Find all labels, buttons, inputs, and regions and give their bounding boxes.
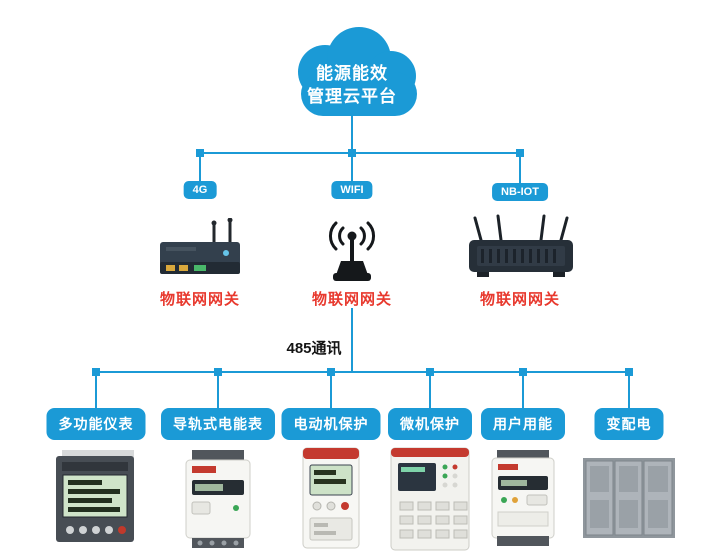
power-distribution-cabinet-image (581, 452, 677, 544)
gateway-4g-router-image (154, 217, 246, 284)
microcomputer-protection-image (387, 446, 473, 552)
cloud-platform-node: 能源能效 管理云平台 (277, 26, 427, 122)
device-label-multifunction-meter: 多功能仪表 (46, 408, 146, 440)
din-rail-meter-image (180, 448, 256, 550)
bus-485-label: 485通讯 (286, 340, 342, 357)
device-label-motor-protection: 电动机保护 (281, 408, 381, 440)
motor-protection-image (297, 446, 365, 552)
device-label-din-rail-meter: 导轨式电能表 (161, 408, 275, 440)
gateway-nbiot-router-image (463, 214, 579, 284)
badge-nb-iot: NB-IOT (492, 183, 548, 201)
badge-4g: 4G (183, 181, 217, 199)
cloud-title: 能源能效 管理云平台 (277, 62, 427, 108)
cloud-title-line1: 能源能效 (316, 64, 388, 83)
device-label-power-distribution: 变配电 (594, 408, 664, 440)
multifunction-meter-image (52, 448, 140, 548)
gateway-label-nbiot: 物联网网关 (479, 291, 561, 308)
cloud-title-line2: 管理云平台 (307, 87, 397, 106)
device-label-microcomputer-protection: 微机保护 (388, 408, 472, 440)
user-energy-meter-image (487, 448, 559, 548)
gateway-label-wifi: 物联网网关 (311, 291, 393, 308)
badge-wifi: WIFI (331, 181, 373, 199)
cloud-icon (298, 27, 417, 116)
wifi-antenna-icon (319, 219, 385, 283)
gateway-label-4g: 物联网网关 (159, 291, 241, 308)
device-label-user-energy: 用户用能 (481, 408, 565, 440)
